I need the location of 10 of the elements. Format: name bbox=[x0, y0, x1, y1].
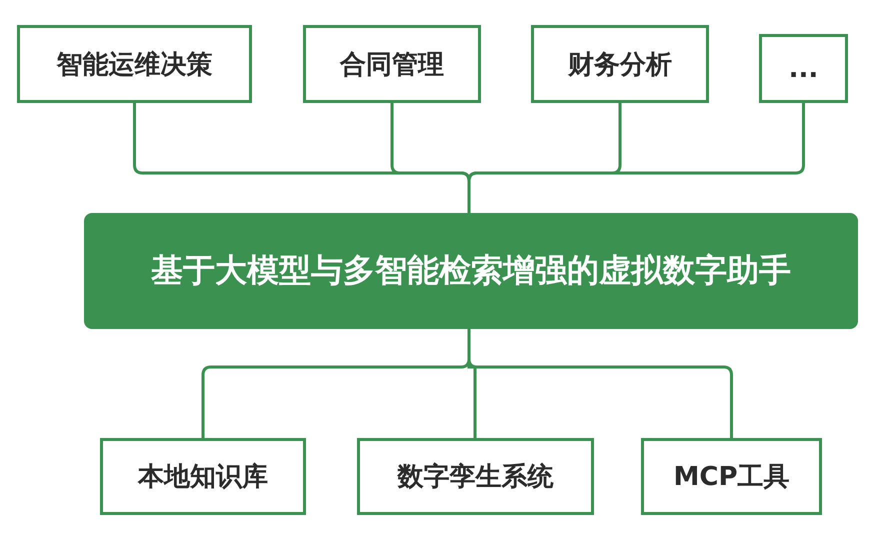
connector-line bbox=[468, 103, 805, 213]
module-box: 智能运维决策 bbox=[17, 25, 252, 103]
module-box: MCP工具 bbox=[641, 438, 822, 515]
module-box: ... bbox=[759, 34, 848, 103]
module-box: 数字孪生系统 bbox=[357, 438, 594, 515]
module-box: 合同管理 bbox=[303, 25, 481, 103]
module-box: 本地知识库 bbox=[100, 438, 306, 515]
module-box: 财务分析 bbox=[531, 25, 709, 103]
connector-line bbox=[468, 329, 733, 438]
title-banner: 基于大模型与多智能检索增强的虚拟数字助手 bbox=[84, 213, 858, 329]
